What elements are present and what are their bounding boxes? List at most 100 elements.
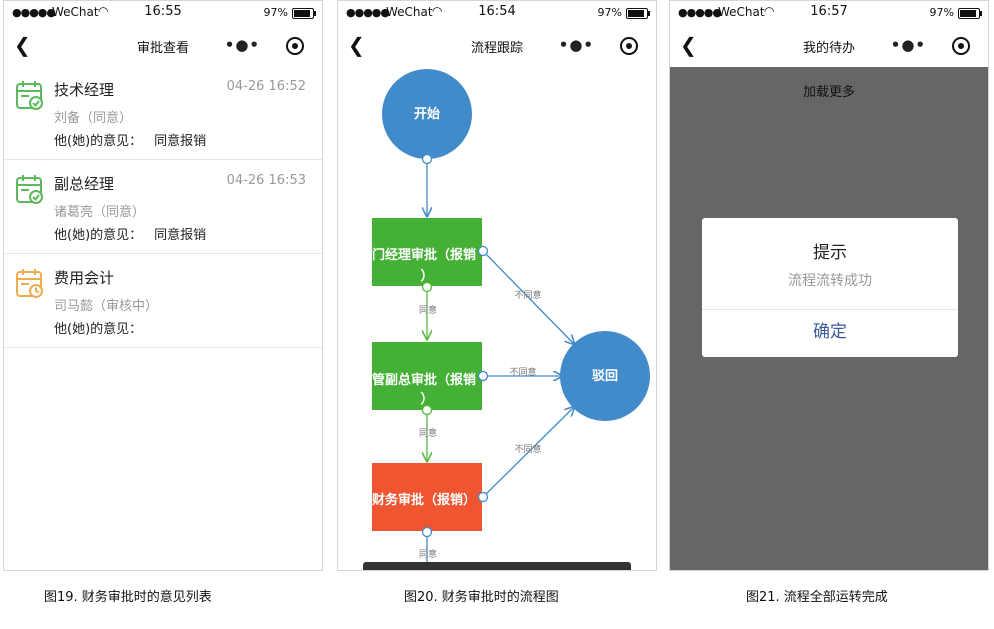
approver-name: 诸葛亮（同意） xyxy=(54,205,146,220)
node-finance-label: 财务审批（报销） xyxy=(372,492,476,508)
battery-percent: 97% xyxy=(263,6,288,19)
page-title: 审批查看 xyxy=(136,41,189,56)
battery-icon xyxy=(626,8,650,19)
port-handle[interactable] xyxy=(421,281,433,293)
edge-label-disagree: 不同意 xyxy=(509,366,536,378)
approver-name: 刘备（同意） xyxy=(54,111,133,126)
node-reject[interactable] xyxy=(560,331,650,421)
close-miniprogram-icon[interactable] xyxy=(952,37,970,55)
node-reject-label: 驳回 xyxy=(592,369,618,384)
close-miniprogram-icon[interactable] xyxy=(620,37,638,55)
figure-caption: 图19. 财务审批时的意见列表 xyxy=(44,590,212,605)
clock: 16:55 xyxy=(144,4,182,19)
node-finance-approval[interactable] xyxy=(372,463,482,531)
edge-label-disagree: 不同意 xyxy=(514,289,541,301)
node-start[interactable] xyxy=(382,69,472,159)
opinion-label: 他(她)的意见： xyxy=(54,134,143,149)
status-bar: ●●●●● WeChat ◠ 16:55 97% xyxy=(4,1,322,26)
port-handle[interactable] xyxy=(477,370,489,382)
phone-opinion-list: ●●●●● WeChat ◠ 16:55 97% ❮ 审批查看 •●• 技术经理… xyxy=(3,0,323,571)
confirm-button[interactable]: 确定 xyxy=(813,322,847,342)
port-handle[interactable] xyxy=(421,153,433,165)
carrier-label: WeChat xyxy=(386,5,433,19)
back-icon[interactable]: ❮ xyxy=(14,33,31,57)
more-icon[interactable]: •●• xyxy=(890,36,926,54)
battery-percent: 97% xyxy=(929,6,954,19)
figure-caption: 图20. 财务审批时的流程图 xyxy=(404,590,559,605)
opinion-text: 他(她)的意见： 同意报销 xyxy=(54,224,206,243)
wifi-icon: ◠ xyxy=(764,4,775,18)
phone-todo-dialog: ●●●●● WeChat ◠ 16:57 97% ❮ 我的待办 •●• 加载更多… xyxy=(669,0,989,571)
status-bar: ●●●●● WeChat ◠ 16:54 97% xyxy=(338,1,656,26)
port-handle[interactable] xyxy=(477,491,489,503)
flow-diagram: 同意 同意 同意 不同意 不同意 不同意 开始 门经理审批（报销 ） 管副总审批… xyxy=(372,69,650,570)
alert-dialog: 提示 流程流转成功 确定 xyxy=(702,218,958,357)
calendar-clock-icon xyxy=(16,269,43,298)
signal-icon: ●●●●● xyxy=(678,6,722,19)
edge-label-agree: 同意 xyxy=(419,427,437,439)
battery-icon xyxy=(958,8,982,19)
load-more[interactable]: 加载更多 xyxy=(802,85,855,100)
close-miniprogram-icon[interactable] xyxy=(286,37,304,55)
page-title: 流程跟踪 xyxy=(470,41,523,56)
node-dept-label: 门经理审批（报销 xyxy=(372,247,476,263)
dialog-message: 流程流转成功 xyxy=(788,273,872,289)
node-vp-label-tail: ） xyxy=(420,391,433,407)
node-vp-approval[interactable] xyxy=(372,342,482,410)
opinion-label: 他(她)的意见： xyxy=(54,228,143,243)
figure-caption: 图21. 流程全部运转完成 xyxy=(746,590,888,605)
node-dept-approval[interactable] xyxy=(372,218,482,286)
back-icon[interactable]: ❮ xyxy=(680,33,697,57)
opinion-text: 他(她)的意见： xyxy=(54,318,154,337)
port-handle[interactable] xyxy=(421,526,433,538)
approver-role: 副总经理 xyxy=(54,175,115,193)
signal-icon: ●●●●● xyxy=(12,6,56,19)
opinion-value: 同意报销 xyxy=(154,228,207,243)
opinion-value: 同意报销 xyxy=(154,134,207,149)
tooltip-popup xyxy=(363,562,631,570)
opinion-text: 他(她)的意见： 同意报销 xyxy=(54,130,206,149)
wifi-icon: ◠ xyxy=(432,4,443,18)
nav-bar: ❮ 审批查看 •●• xyxy=(4,26,322,66)
more-icon[interactable]: •●• xyxy=(558,36,594,54)
approver-name: 司马懿（审核中） xyxy=(54,299,159,314)
back-icon[interactable]: ❮ xyxy=(348,33,365,57)
approver-role: 费用会计 xyxy=(54,269,115,287)
calendar-check-icon xyxy=(16,175,43,204)
phone-flow-chart: ●●●●● WeChat ◠ 16:54 97% ❮ 流程跟踪 •●• 同意 xyxy=(337,0,657,571)
battery-percent: 97% xyxy=(597,6,622,19)
dialog-divider xyxy=(702,309,958,310)
opinion-item[interactable]: 副总经理 04-26 16:53 诸葛亮（同意） 他(她)的意见： 同意报销 xyxy=(4,160,322,254)
more-icon[interactable]: •●• xyxy=(224,36,260,54)
opinion-item[interactable]: 技术经理 04-26 16:52 刘备（同意） 他(她)的意见： 同意报销 xyxy=(4,66,322,160)
nav-bar: ❮ 流程跟踪 •●• xyxy=(338,26,656,66)
page-title: 我的待办 xyxy=(802,41,855,56)
approval-time: 04-26 16:52 xyxy=(226,79,306,94)
wifi-icon: ◠ xyxy=(98,4,109,18)
carrier-label: WeChat xyxy=(52,5,99,19)
edge-finance-to-reject xyxy=(482,407,574,498)
port-handle[interactable] xyxy=(477,245,489,257)
opinion-list: 技术经理 04-26 16:52 刘备（同意） 他(她)的意见： 同意报销 副总经… xyxy=(4,66,322,348)
node-start-label: 开始 xyxy=(414,106,440,122)
edge-label-agree: 同意 xyxy=(419,548,437,560)
clock: 16:54 xyxy=(478,4,516,19)
status-bar: ●●●●● WeChat ◠ 16:57 97% xyxy=(670,1,988,26)
approver-role: 技术经理 xyxy=(54,81,115,99)
port-handle[interactable] xyxy=(421,404,433,416)
opinion-label: 他(她)的意见： xyxy=(54,322,143,337)
approval-time: 04-26 16:53 xyxy=(226,173,306,188)
edge-label-disagree: 不同意 xyxy=(514,443,541,455)
node-dept-label-tail: ） xyxy=(420,268,433,284)
calendar-check-icon xyxy=(16,81,43,110)
battery-icon xyxy=(292,8,316,19)
opinion-item[interactable]: 费用会计 司马懿（审核中） 他(她)的意见： xyxy=(4,254,322,348)
edge-dept-to-reject xyxy=(482,250,574,344)
dialog-title: 提示 xyxy=(813,243,847,263)
node-vp-label: 管副总审批（报销 xyxy=(372,372,476,388)
nav-bar: ❮ 我的待办 •●• xyxy=(670,26,988,66)
carrier-label: WeChat xyxy=(718,5,765,19)
clock: 16:57 xyxy=(810,4,848,19)
edge-label-agree: 同意 xyxy=(419,304,437,316)
signal-icon: ●●●●● xyxy=(346,6,390,19)
